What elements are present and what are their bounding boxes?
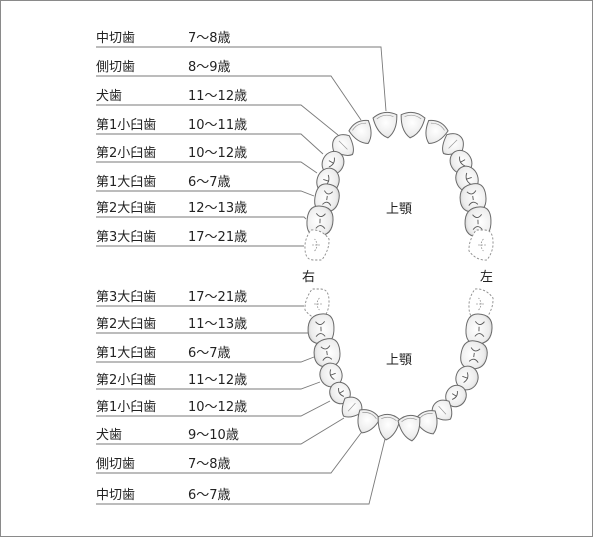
eruption-age: 10～12歳 xyxy=(188,400,248,415)
leader-lines xyxy=(96,46,387,505)
eruption-age: 17～21歳 xyxy=(188,290,248,305)
lower-left-canine-tooth xyxy=(431,399,453,421)
lower-left-central-incisor-tooth xyxy=(397,414,421,442)
lower-right-first-molar-tooth xyxy=(313,338,341,368)
upper-left-third-molar-tooth xyxy=(468,229,494,261)
left-side-label: 左 xyxy=(480,270,494,285)
lower-jaw-label: 上顎 xyxy=(386,353,413,368)
eruption-age: 6～7歳 xyxy=(188,175,231,190)
lower-left-second-premolar-tooth xyxy=(455,365,479,391)
upper-right-second-molar-tooth xyxy=(306,205,334,237)
tooth-name: 第1小臼歯 xyxy=(96,400,157,415)
upper-lateral-incisor-leader xyxy=(96,75,362,121)
upper-first-premolar-leader xyxy=(96,133,324,155)
tooth-name: 側切歯 xyxy=(96,457,136,472)
upper-right-canine-tooth xyxy=(332,134,354,156)
eruption-age: 11～12歳 xyxy=(188,373,248,388)
lower-second-premolar-leader xyxy=(96,381,321,390)
tooth-name: 犬歯 xyxy=(96,428,123,443)
lower-right-central-incisor-tooth xyxy=(377,413,401,441)
tooth-name: 中切歯 xyxy=(96,488,136,503)
tooth-name: 第2小臼歯 xyxy=(96,146,157,161)
tooth-name: 第1大臼歯 xyxy=(96,175,157,190)
eruption-age: 11～12歳 xyxy=(188,89,248,104)
lower-lateral-incisor-leader xyxy=(96,432,362,474)
tooth-name: 第2大臼歯 xyxy=(96,201,157,216)
lower-canine-leader xyxy=(96,417,345,445)
lower-left-first-molar-tooth xyxy=(460,340,488,370)
lower-first-molar-leader xyxy=(96,356,315,363)
upper-right-lateral-incisor-tooth xyxy=(348,119,372,144)
upper-canine-leader xyxy=(96,104,339,136)
tooth-name: 第2大臼歯 xyxy=(96,317,157,332)
lower-left-third-molar-tooth xyxy=(468,288,494,320)
lower-left-first-premolar-tooth xyxy=(445,384,467,408)
lower-central-incisor-leader xyxy=(96,438,386,505)
eruption-age: 6～7歳 xyxy=(188,488,231,503)
teeth-group xyxy=(304,111,494,442)
tooth-name: 第1小臼歯 xyxy=(96,118,157,133)
lower-first-premolar-leader xyxy=(96,400,331,417)
lower-right-third-molar-tooth xyxy=(304,288,330,320)
eruption-age: 7～8歳 xyxy=(188,457,231,472)
eruption-age: 6～7歳 xyxy=(188,346,231,361)
tooth-name: 第2小臼歯 xyxy=(96,373,157,388)
upper-right-third-molar-tooth xyxy=(304,229,330,261)
tooth-name: 中切歯 xyxy=(96,31,136,46)
upper-left-central-incisor-tooth xyxy=(400,111,426,139)
upper-jaw-label: 上顎 xyxy=(386,202,413,217)
upper-left-lateral-incisor-tooth xyxy=(425,119,449,144)
tooth-name: 第1大臼歯 xyxy=(96,346,157,361)
tooth-name: 第3大臼歯 xyxy=(96,230,157,245)
tooth-name: 犬歯 xyxy=(96,89,123,104)
upper-second-premolar-leader xyxy=(96,161,318,174)
tooth-name: 側切歯 xyxy=(96,60,136,75)
upper-first-molar-leader xyxy=(96,190,315,197)
upper-second-molar-leader xyxy=(96,216,307,220)
lower-right-lateral-incisor-tooth xyxy=(357,409,381,434)
tooth-name: 第3大臼歯 xyxy=(96,290,157,305)
upper-right-first-molar-tooth xyxy=(314,183,340,213)
upper-right-central-incisor-tooth xyxy=(372,111,398,139)
eruption-age: 17～21歳 xyxy=(188,230,248,245)
eruption-age: 10～12歳 xyxy=(188,146,248,161)
eruption-age: 10～11歳 xyxy=(188,118,248,133)
lower-left-second-molar-tooth xyxy=(465,313,493,345)
eruption-age: 8～9歳 xyxy=(188,60,231,75)
eruption-age: 11～13歳 xyxy=(188,317,248,332)
eruption-age: 7～8歳 xyxy=(188,31,231,46)
eruption-age: 12～13歳 xyxy=(188,201,248,216)
upper-central-incisor-leader xyxy=(96,46,387,112)
eruption-age: 9～10歳 xyxy=(188,428,239,443)
right-side-label: 右 xyxy=(302,270,316,285)
